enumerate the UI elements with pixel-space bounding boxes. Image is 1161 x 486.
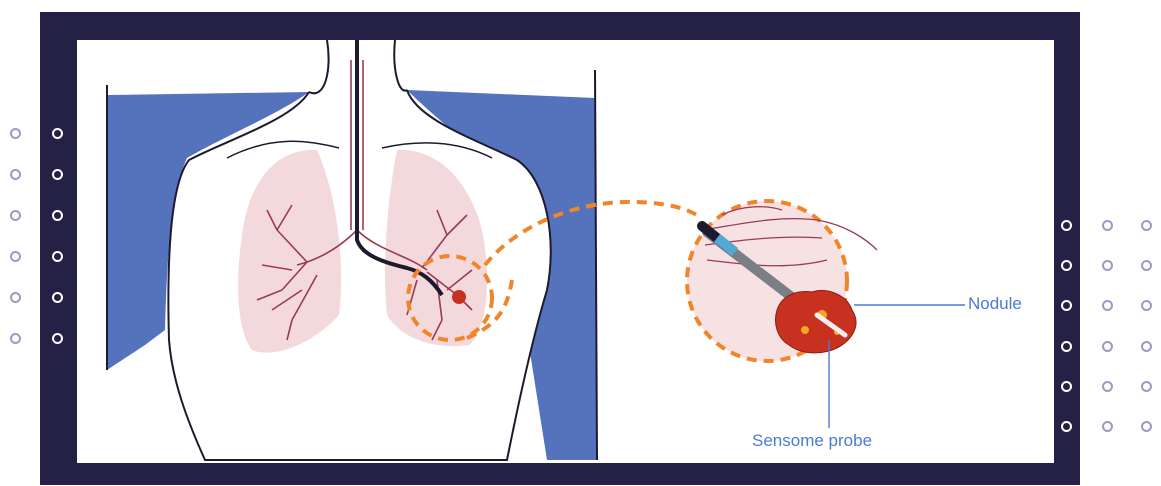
dot-icon [1102, 421, 1113, 432]
illustration-panel: Nodule Sensome probe [77, 40, 1054, 463]
dot-icon [1102, 341, 1113, 352]
dot-icon [10, 251, 21, 262]
dot-icon [52, 251, 63, 262]
dot-icon [1061, 300, 1072, 311]
dot-icon [1061, 421, 1072, 432]
dot-icon [1102, 381, 1113, 392]
dot-icon [52, 292, 63, 303]
dot-icon [1141, 421, 1152, 432]
dot-icon [1102, 260, 1113, 271]
neck-outline-left [309, 40, 329, 93]
dot-icon [1141, 220, 1152, 231]
dot-icon [10, 128, 21, 139]
neck-outline-right [394, 40, 407, 91]
dot-icon [1061, 341, 1072, 352]
probe-label: Sensome probe [752, 431, 872, 451]
lung-nodule [452, 290, 466, 304]
zoom-nodule [776, 291, 857, 353]
dot-icon [1141, 260, 1152, 271]
dot-icon [10, 169, 21, 180]
dot-icon [1102, 300, 1113, 311]
dot-icon [10, 333, 21, 344]
dot-icon [52, 210, 63, 221]
lung-illustration [77, 40, 1054, 463]
dot-icon [1061, 260, 1072, 271]
dot-icon [1141, 341, 1152, 352]
dot-icon [10, 210, 21, 221]
nodule-label: Nodule [968, 294, 1022, 314]
dot-icon [10, 292, 21, 303]
dot-icon [52, 333, 63, 344]
dot-icon [1102, 220, 1113, 231]
dot-icon [52, 169, 63, 180]
dot-icon [1141, 300, 1152, 311]
dot-icon [52, 128, 63, 139]
dot-icon [1061, 381, 1072, 392]
dot-icon [1061, 220, 1072, 231]
dot-icon [1141, 381, 1152, 392]
